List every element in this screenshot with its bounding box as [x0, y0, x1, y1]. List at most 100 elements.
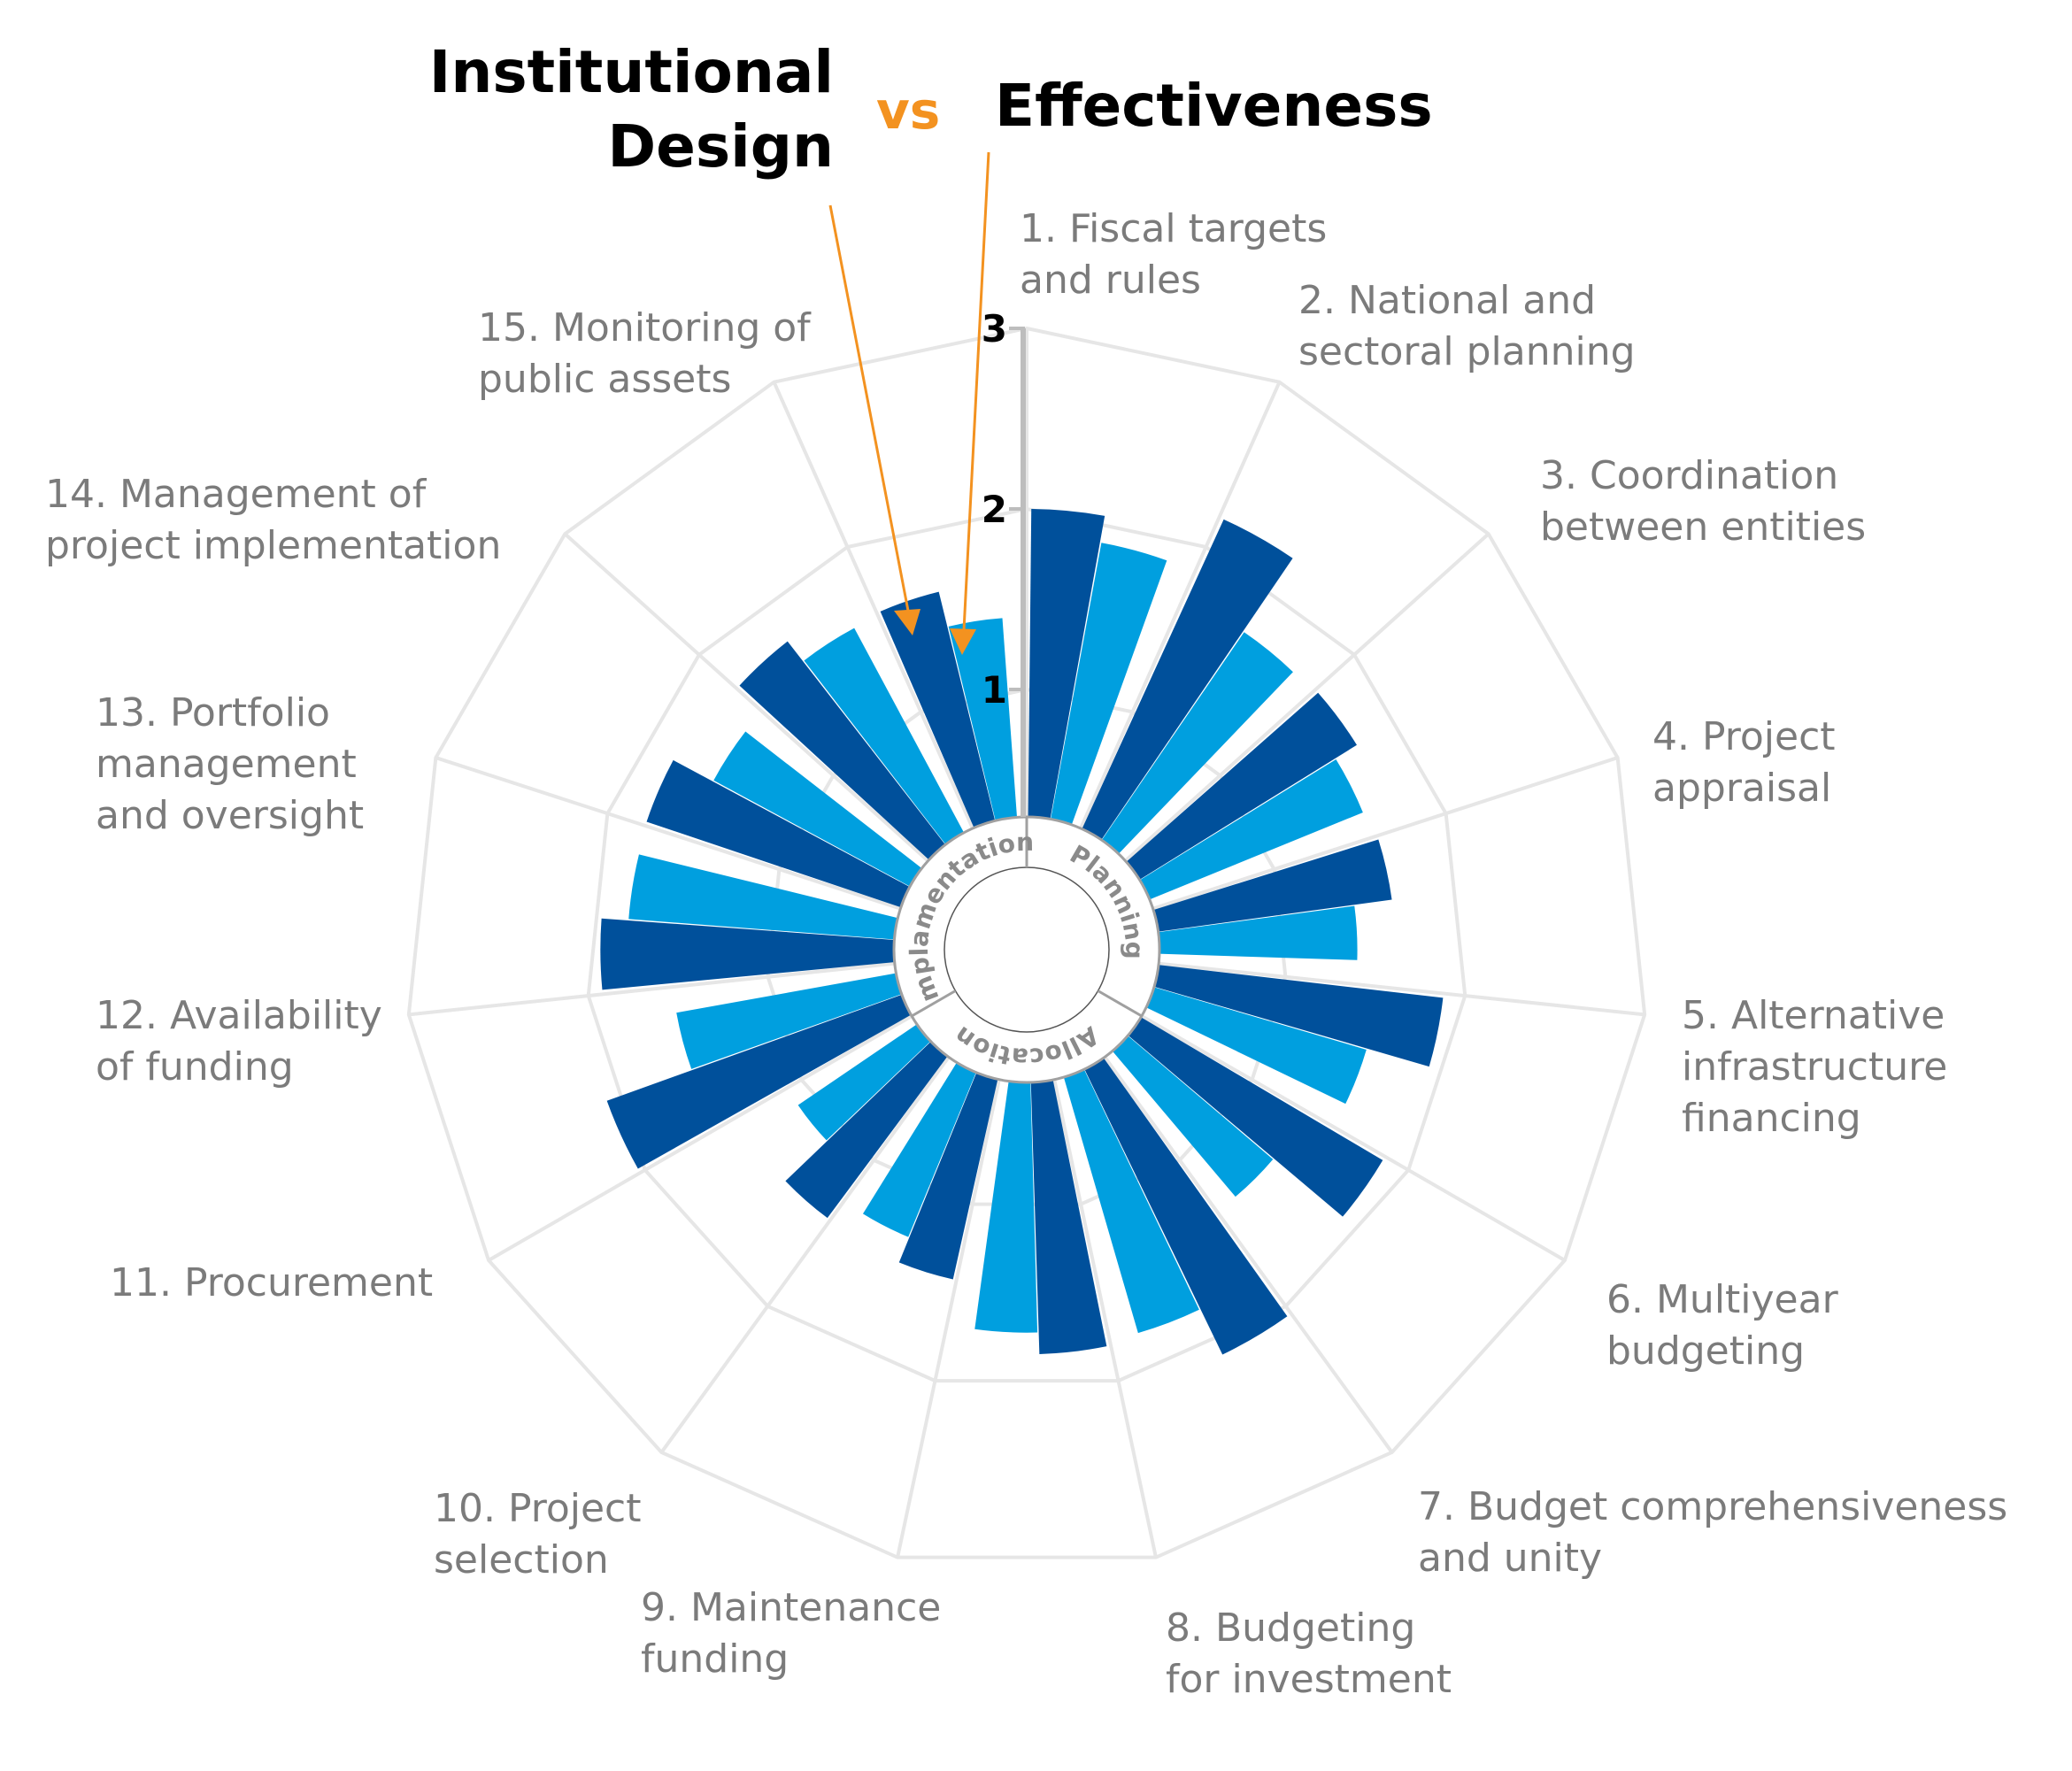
- category-label-line: 5. Alternative: [1682, 993, 1945, 1038]
- category-label-line: of funding: [96, 1044, 294, 1090]
- arrow-design-head-icon: [894, 609, 920, 635]
- grid: [406, 326, 1647, 1559]
- tick-label-3: 3: [982, 307, 1007, 350]
- title-vs: vs: [876, 81, 940, 141]
- category-label-11: 11. Procurement: [110, 1260, 433, 1305]
- group-divider: [911, 989, 957, 1018]
- bar-design-6: [1124, 1014, 1383, 1217]
- category-label-line: and oversight: [96, 793, 364, 838]
- bar-design-2: [1080, 519, 1293, 844]
- bar-design-15: [880, 591, 997, 832]
- bar-design-13: [646, 759, 914, 909]
- category-label-15: 15. Monitoring of public assets: [478, 305, 812, 402]
- bar-effectiveness-8: [974, 1076, 1038, 1333]
- category-label-1: 1. Fiscal targets and rules: [1020, 206, 1327, 303]
- group-ring-inner: [944, 866, 1110, 1033]
- bar-design-14: [739, 641, 949, 863]
- grid-spoke: [408, 961, 894, 1017]
- category-label-line: 12. Availability: [96, 993, 382, 1038]
- bar-design-3: [1122, 692, 1357, 882]
- category-label-line: budgeting: [1606, 1328, 1805, 1374]
- category-label-14: 14. Management of project implementation: [45, 472, 501, 568]
- grid-ring-2: [586, 506, 1467, 1383]
- grid-ring-3: [406, 326, 1647, 1559]
- category-label-line: 4. Project: [1652, 714, 1836, 759]
- category-label-line: 6. Multiyear: [1606, 1277, 1839, 1322]
- grid-spoke: [1104, 1057, 1394, 1454]
- bar-effectiveness-12: [628, 854, 903, 940]
- bar-design-12: [600, 918, 899, 990]
- category-label-line: between entities: [1540, 504, 1866, 550]
- bar-design-4: [1149, 839, 1392, 933]
- category-label-line: and rules: [1020, 258, 1201, 303]
- grid-spoke: [1153, 756, 1619, 911]
- bar-effectiveness-10: [797, 1021, 934, 1141]
- title-left-line1: Institutional: [429, 38, 834, 106]
- category-label-line: 10. Project: [434, 1486, 642, 1531]
- tick-label-2: 2: [982, 488, 1007, 531]
- grid-spoke: [1159, 961, 1645, 1017]
- bars: [600, 509, 1444, 1355]
- annotation-arrows: [828, 151, 990, 655]
- bar-design-11: [606, 993, 915, 1169]
- category-label-line: and unity: [1418, 1536, 1602, 1581]
- category-labels: 1. Fiscal targets and rules 2. National an…: [45, 206, 2007, 1702]
- category-label-line: management: [96, 742, 357, 787]
- title-right: Effectiveness: [995, 72, 1433, 140]
- bar-effectiveness-15: [948, 618, 1018, 826]
- bar-design-9: [898, 1068, 999, 1280]
- arrow-effectiveness-line: [962, 151, 990, 631]
- group-divider: [1097, 989, 1143, 1018]
- category-label-line: 14. Management of: [45, 472, 427, 517]
- category-label-line: 3. Coordination: [1540, 453, 1838, 498]
- bar-effectiveness-1: [1050, 543, 1167, 829]
- tick-label-1: 1: [982, 668, 1007, 712]
- grid-spoke: [563, 532, 928, 862]
- category-label-12: 12. Availability of funding: [96, 993, 382, 1090]
- grid-spoke: [1125, 532, 1490, 862]
- category-label-line: project implementation: [45, 523, 501, 568]
- bar-design-8: [1030, 1075, 1107, 1354]
- tick-labels: 1 2 3: [982, 307, 1026, 817]
- category-label-13: 13. Portfolio management and oversight: [96, 690, 364, 838]
- category-label-line: 11. Procurement: [110, 1260, 433, 1305]
- category-label-5: 5. Alternative infrastructure financing: [1682, 993, 1947, 1141]
- category-label-line: financing: [1682, 1096, 1861, 1141]
- bar-effectiveness-14: [804, 628, 967, 849]
- category-label-3: 3. Coordination between entities: [1540, 453, 1866, 550]
- bar-effectiveness-5: [1142, 985, 1367, 1105]
- category-label-line: for investment: [1166, 1657, 1452, 1702]
- category-label-line: infrastructure: [1682, 1044, 1947, 1090]
- category-label-line: 8. Budgeting: [1166, 1605, 1415, 1651]
- bar-effectiveness-13: [713, 731, 926, 889]
- arrow-effectiveness-head-icon: [950, 628, 976, 655]
- category-label-6: 6. Multiyear budgeting: [1606, 1277, 1839, 1374]
- category-label-line: 2. National and: [1298, 278, 1596, 323]
- grid-spoke: [1141, 1014, 1566, 1262]
- grid-spoke: [1052, 1080, 1158, 1559]
- bar-design-1: [1028, 509, 1105, 824]
- category-label-line: 9. Maintenance: [641, 1585, 941, 1630]
- chart-title: Institutional Design vs Effectiveness: [429, 38, 1433, 181]
- arrow-design-line: [828, 204, 910, 612]
- grid-spoke: [896, 1080, 1001, 1559]
- category-label-line: 13. Portfolio: [96, 690, 330, 735]
- bar-effectiveness-7: [1062, 1065, 1199, 1334]
- category-label-line: selection: [434, 1537, 609, 1582]
- title-left-line2: Design: [607, 112, 834, 181]
- grid-spoke: [1079, 381, 1282, 828]
- category-label-line: 15. Monitoring of: [478, 305, 812, 350]
- grid-spoke: [488, 1014, 913, 1262]
- bar-effectiveness-11: [676, 972, 906, 1069]
- bar-effectiveness-4: [1153, 905, 1358, 960]
- grid-spoke: [659, 1057, 950, 1454]
- grid-spoke: [772, 381, 974, 828]
- category-label-line: public assets: [478, 357, 731, 402]
- bar-effectiveness-9: [862, 1059, 978, 1237]
- bar-effectiveness-3: [1136, 759, 1363, 902]
- category-label-line: 1. Fiscal targets: [1020, 206, 1327, 251]
